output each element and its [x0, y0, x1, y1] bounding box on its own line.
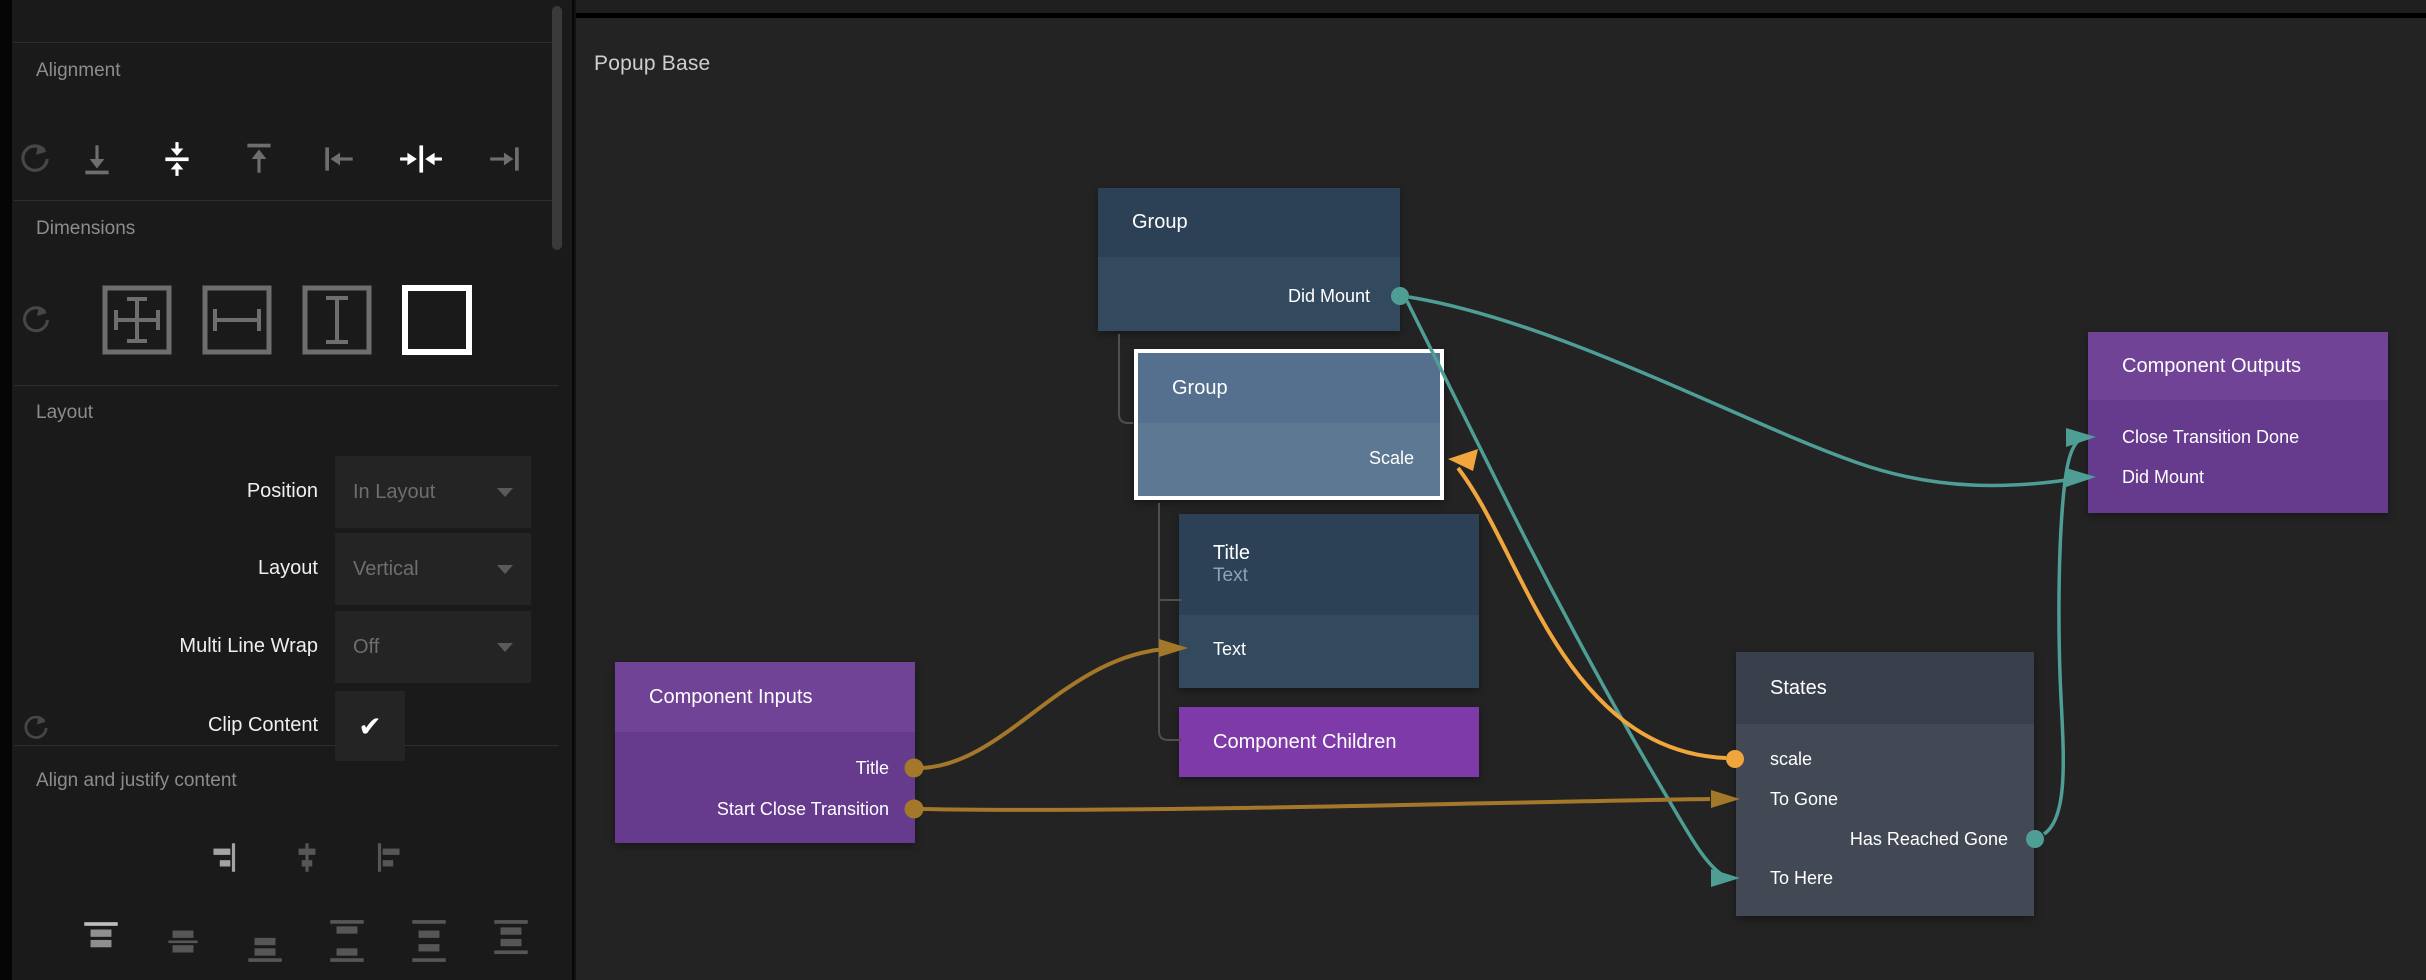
canvas-top-bar [576, 0, 2426, 13]
align-horizontal-center-icon[interactable] [398, 140, 444, 178]
chevron-down-icon [497, 564, 513, 574]
node-title: Group [1172, 376, 1228, 399]
node-component-inputs[interactable]: Component Inputs Title Start Close Trans… [615, 662, 915, 843]
size-both-icon[interactable] [100, 283, 174, 357]
node-title: States [1770, 676, 1827, 699]
align-top-icon[interactable] [240, 140, 278, 178]
port-start-close-transition-output[interactable]: Start Close Transition [716, 799, 889, 819]
node-component-children[interactable]: Component Children [1179, 707, 1479, 777]
size-content-icon[interactable] [400, 283, 474, 357]
justify-end-icon[interactable] [242, 918, 288, 964]
layout-dropdown[interactable]: Vertical [335, 533, 531, 605]
chevron-down-icon [497, 487, 513, 497]
node-title: Title [1213, 542, 1251, 564]
layout-label: Layout [257, 557, 318, 579]
node-header: Component Children [1179, 707, 1479, 777]
port-has-reached-gone-output[interactable]: Has Reached Gone [1849, 829, 2008, 849]
justify-start-icon[interactable] [78, 918, 124, 964]
node-header: Group [1138, 353, 1440, 423]
node-group-outer[interactable]: Group Did Mount [1098, 188, 1400, 331]
node-type-subtitle: Text [1213, 565, 1248, 586]
justify-center-icon[interactable] [160, 918, 206, 964]
align-right-icon[interactable] [486, 140, 524, 178]
clip-content-checkbox[interactable]: ✔ [335, 691, 405, 761]
port-to-gone-input[interactable]: To Gone [1770, 789, 1839, 809]
chevron-down-icon [497, 642, 513, 652]
align-items-start-icon[interactable] [370, 838, 408, 876]
component-breadcrumb-title: Popup Base [594, 52, 711, 75]
position-label: Position [246, 480, 318, 502]
dimensions-section-label: Dimensions [36, 218, 136, 239]
align-left-icon[interactable] [320, 140, 358, 178]
port-did-mount-input[interactable]: Did Mount [2122, 467, 2205, 487]
node-header: Group [1098, 188, 1400, 257]
node-title[interactable]: Title Text Text [1179, 514, 1479, 688]
sidebar-left-edge [0, 0, 12, 980]
port-did-mount[interactable]: Did Mount [1287, 286, 1370, 306]
port-scale-output[interactable]: scale [1770, 749, 1813, 769]
port-title-output[interactable]: Title [855, 758, 889, 778]
port-text[interactable]: Text [1213, 639, 1247, 659]
check-icon: ✔ [358, 710, 382, 742]
layout-value: Vertical [353, 557, 419, 580]
position-value: In Layout [353, 480, 436, 503]
node-header: Title Text [1179, 514, 1479, 615]
node-group-selected[interactable]: Group Scale [1134, 349, 1444, 500]
sidebar-scrollbar[interactable] [552, 6, 562, 250]
align-items-end-icon[interactable] [205, 838, 243, 876]
node-component-outputs[interactable]: Component Outputs Close Transition Done … [2088, 332, 2388, 513]
node-header: Component Inputs [615, 662, 915, 732]
multi-line-wrap-dropdown[interactable]: Off [335, 611, 531, 683]
reset-icon[interactable] [20, 712, 52, 744]
justify-space-between-icon[interactable] [324, 918, 370, 964]
node-title: Component Inputs [649, 685, 813, 708]
port-to-here-input[interactable]: To Here [1770, 868, 1834, 888]
layout-section-label: Layout [36, 402, 94, 423]
alignment-section-label: Alignment [36, 60, 121, 81]
canvas-top-divider [576, 13, 2426, 18]
position-dropdown[interactable]: In Layout [335, 456, 531, 528]
reset-icon[interactable] [16, 140, 54, 178]
align-items-center-icon[interactable] [288, 838, 326, 876]
multi-line-wrap-value: Off [353, 635, 380, 658]
node-title: Group [1132, 211, 1188, 233]
port-close-transition-done-input[interactable]: Close Transition Done [2122, 427, 2300, 447]
justify-space-around-icon[interactable] [406, 918, 452, 964]
multi-line-wrap-label: Multi Line Wrap [179, 635, 318, 657]
size-height-icon[interactable] [300, 283, 374, 357]
node-header: States [1736, 652, 2034, 724]
node-title: Component Outputs [2122, 354, 2301, 377]
reset-icon[interactable] [18, 302, 54, 338]
align-bottom-icon[interactable] [78, 140, 116, 178]
node-title: Component Children [1213, 730, 1397, 753]
properties-sidebar: Alignment Dimensions Layout Position In … [0, 0, 574, 980]
align-vertical-center-icon[interactable] [158, 140, 196, 178]
align-justify-section-label: Align and justify content [36, 770, 237, 791]
port-scale[interactable]: Scale [1368, 448, 1414, 468]
node-header: Component Outputs [2088, 332, 2388, 400]
size-width-icon[interactable] [200, 283, 274, 357]
node-states[interactable]: States scale To Gone Has Reached Gone To… [1736, 652, 2034, 916]
justify-space-evenly-icon[interactable] [488, 918, 534, 964]
clip-content-label: Clip Content [207, 714, 318, 736]
